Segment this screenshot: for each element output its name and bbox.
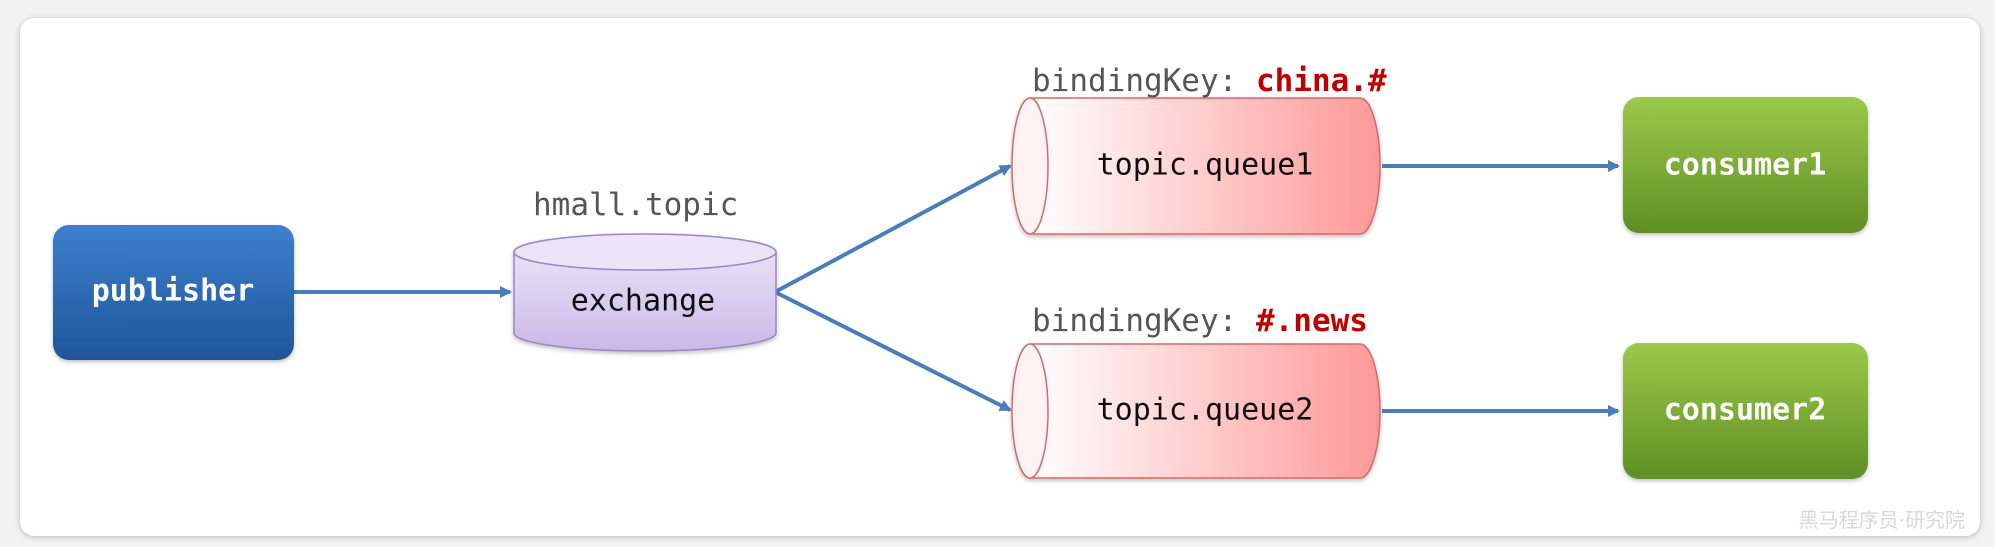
exchange-label: exchange	[571, 284, 716, 319]
queue2-binding-prefix: bindingKey:	[1032, 303, 1256, 339]
arrows	[294, 160, 1620, 417]
queue2-binding-key: #.news	[1256, 303, 1368, 339]
queue2-label: topic.queue2	[1097, 393, 1314, 428]
publisher-label: publisher	[92, 274, 255, 309]
arrow-exchange-to-queue2	[774, 290, 1012, 412]
queue1-binding-key: china.#	[1256, 63, 1387, 99]
consumer1-label: consumer1	[1664, 148, 1827, 183]
consumer2-node: consumer2	[1623, 343, 1868, 479]
exchange-name: hmall.topic	[533, 187, 738, 223]
arrow-exchange-to-queue1	[774, 164, 1012, 294]
queue1-node: topic.queue1	[1011, 97, 1381, 235]
queue1-label: topic.queue1	[1097, 148, 1314, 183]
queue2-node: topic.queue2	[1011, 343, 1381, 479]
queue2-binding: bindingKey: #.news	[1032, 303, 1368, 339]
consumer1-node: consumer1	[1623, 97, 1868, 233]
consumer2-label: consumer2	[1664, 393, 1827, 428]
publisher-node: publisher	[53, 225, 294, 360]
queue1-binding-prefix: bindingKey:	[1032, 63, 1256, 99]
watermark: 黑马程序员·研究院	[1798, 508, 1965, 532]
exchange-node: exchange	[513, 233, 777, 352]
queue1-binding: bindingKey: china.#	[1032, 63, 1387, 99]
